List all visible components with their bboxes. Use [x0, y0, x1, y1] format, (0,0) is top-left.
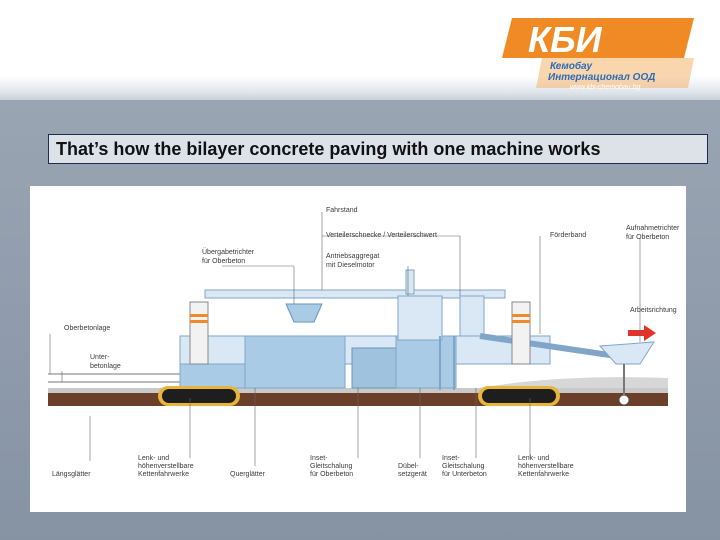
track-left: [162, 389, 236, 403]
receiving-hopper: [598, 341, 655, 365]
transfer-hopper: [285, 303, 323, 323]
drive-unit: [397, 295, 443, 341]
logo-graphic: КБИ Кемобау Интернационал ООД www.kbi-ch…: [502, 18, 694, 91]
label-inset-unter-2: Gleitschalung: [442, 463, 485, 470]
control-post: [459, 295, 485, 337]
label-lenk-left-1: Lenk- und: [138, 455, 169, 462]
paver-diagram: Fahrstand Verteilerschnecke / Verteilers…: [30, 186, 686, 512]
direction-arrow-icon: [628, 325, 656, 341]
label-antrieb-2: mit Dieselmotor: [326, 262, 375, 269]
label-unterbeton-1: Unter-: [90, 354, 110, 361]
dowel-inserter: [351, 347, 397, 389]
title-box: That’s how the bilayer concrete paving w…: [48, 134, 708, 164]
conveyor-belt: [479, 333, 631, 361]
tower-right-stripe1: [512, 314, 530, 317]
exhaust-stack: [405, 269, 415, 295]
logo-company-line1: Кемобау: [550, 60, 592, 72]
label-laengsglaetter: Längsglätter: [52, 471, 91, 478]
label-lenk-left-3: Kettenfahrwerke: [138, 471, 189, 478]
center-body: [244, 335, 346, 389]
company-logo: КБИ Кемобау Интернационал ООД www.kbi-ch…: [498, 14, 698, 92]
track-right: [482, 389, 556, 403]
logo-website: www.kbi-chemobau.bg: [570, 84, 641, 91]
label-foerderband: Förderband: [550, 232, 586, 239]
concrete-heap: [480, 377, 668, 388]
label-lenk-left-2: höhenverstellbare: [138, 463, 194, 470]
tower-left-stripe2: [190, 320, 208, 323]
logo-company-line2: Интернационал ООД: [548, 72, 655, 83]
logo-brand-text: КБИ: [528, 19, 603, 60]
label-lenk-right-3: Kettenfahrwerke: [518, 471, 569, 478]
label-fahrstand: Fahrstand: [326, 207, 358, 214]
tower-left: [189, 301, 209, 365]
label-inset-ober-3: für Oberbeton: [310, 471, 353, 478]
tower-right: [511, 301, 531, 365]
label-inset-unter-1: Inset-: [442, 455, 460, 462]
upper-frame: [204, 289, 506, 299]
logo-orange-tail: [536, 58, 694, 88]
label-unterbeton-2: betonlage: [90, 363, 121, 370]
label-inset-ober-2: Gleitschalung: [310, 463, 353, 470]
tower-right-stripe2: [512, 320, 530, 323]
tower-left-stripe1: [190, 314, 208, 317]
label-arbeitsrichtung: Arbeitsrichtung: [630, 307, 677, 314]
leader-lines: [49, 212, 641, 466]
label-antrieb-1: Antriebsaggregat: [326, 253, 379, 260]
label-lenk-right-2: höhenverstellbare: [518, 463, 574, 470]
label-uebergabe-1: Übergabetrichter: [202, 248, 255, 256]
paver-diagram-svg: Fahrstand Verteilerschnecke / Verteilers…: [48, 207, 680, 478]
label-duebel-1: Dübel-: [398, 463, 419, 470]
logo-orange-shape: [502, 18, 694, 58]
label-querglaetter: Querglätter: [230, 471, 266, 478]
label-aufnahme-1: Aufnahmetrichter: [626, 225, 680, 232]
label-uebergabe-2: für Oberbeton: [202, 258, 245, 265]
page-title: That’s how the bilayer concrete paving w…: [56, 138, 601, 159]
label-inset-ober-1: Inset-: [310, 455, 328, 462]
label-duebel-2: setzgerät: [398, 471, 427, 478]
label-oberbetonlage: Oberbetonlage: [64, 325, 110, 332]
hopper-wheel: [618, 394, 630, 406]
label-inset-unter-3: für Unterbeton: [442, 471, 487, 478]
label-aufnahme-2: für Oberbeton: [626, 234, 669, 241]
label-verteiler: Verteilerschnecke / Verteilerschwert: [326, 232, 437, 239]
label-lenk-right-1: Lenk- und: [518, 455, 549, 462]
right-mould: [395, 335, 457, 389]
